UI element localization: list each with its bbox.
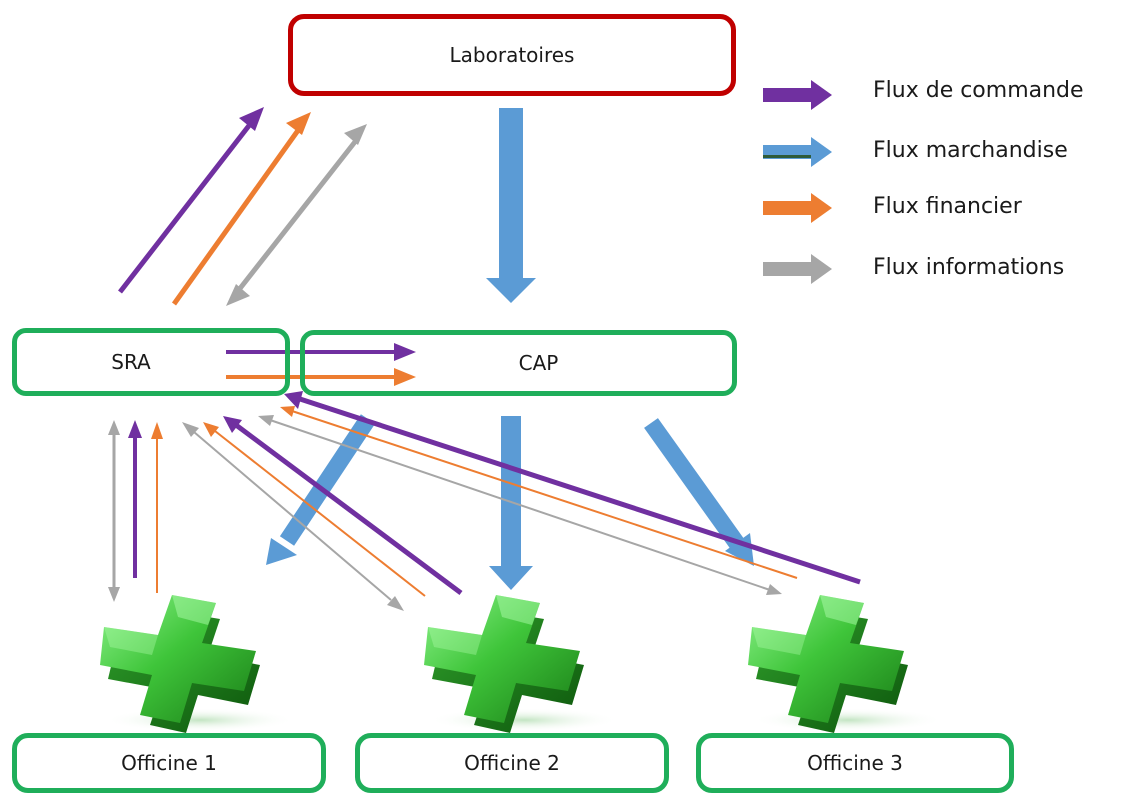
pharmacy-cross-icon [748, 595, 943, 733]
legend-label-marchandise: Flux marchandise [873, 138, 1068, 163]
node-sra-label: SRA [111, 350, 151, 374]
node-cap: CAP [300, 330, 737, 396]
arrow-lab-to-cap [486, 108, 536, 303]
legend-label-financier: Flux financier [873, 194, 1022, 219]
legend-arrow-marchandise [763, 137, 832, 167]
arrow-officine3-to-sra-financier [280, 406, 798, 579]
pharmacy-cross-icon [424, 595, 619, 733]
arrow-officine2-to-sra-financier [203, 422, 426, 597]
pharmacy-cross-icon [100, 595, 295, 733]
node-officine-2: Officine 2 [355, 733, 669, 793]
legend-arrow-commande [763, 80, 832, 110]
legend-label-commande: Flux de commande [873, 78, 1084, 103]
arrow-sra-to-cap-commande [226, 343, 416, 361]
node-officine-3-label: Officine 3 [807, 751, 903, 775]
node-officine-3: Officine 3 [696, 733, 1014, 793]
arrow-officine2-to-sra-commande [223, 416, 463, 596]
node-sra: SRA [12, 328, 290, 396]
arrow-officine1-sra-informations [108, 420, 120, 602]
arrow-sra-to-lab-commande [118, 107, 264, 294]
arrow-officine2-sra-informations [182, 422, 404, 611]
node-officine-1: Officine 1 [12, 733, 326, 793]
arrow-cap-to-officine-2 [489, 416, 533, 590]
node-laboratoires-label: Laboratoires [449, 43, 575, 67]
arrow-sra-to-cap-financier [226, 368, 416, 386]
arrow-sra-lab-informations [226, 124, 367, 306]
arrow-sra-to-lab-financier [171, 112, 311, 306]
arrow-officine3-sra-informations [258, 415, 782, 595]
node-officine-2-label: Officine 2 [464, 751, 560, 775]
legend-arrow-financier [763, 193, 832, 223]
node-laboratoires: Laboratoires [288, 14, 736, 96]
arrow-officine1-to-sra-commande [128, 420, 142, 578]
arrow-officine1-to-sra-financier [151, 422, 163, 593]
legend-label-informations: Flux informations [873, 255, 1065, 280]
node-officine-1-label: Officine 1 [121, 751, 217, 775]
legend-arrow-informations [763, 254, 832, 284]
arrow-officine3-to-sra-commande [284, 391, 861, 585]
node-cap-label: CAP [518, 351, 559, 375]
arrow-cap-to-officine-1 [266, 414, 376, 565]
arrow-cap-to-officine-3 [644, 418, 754, 566]
